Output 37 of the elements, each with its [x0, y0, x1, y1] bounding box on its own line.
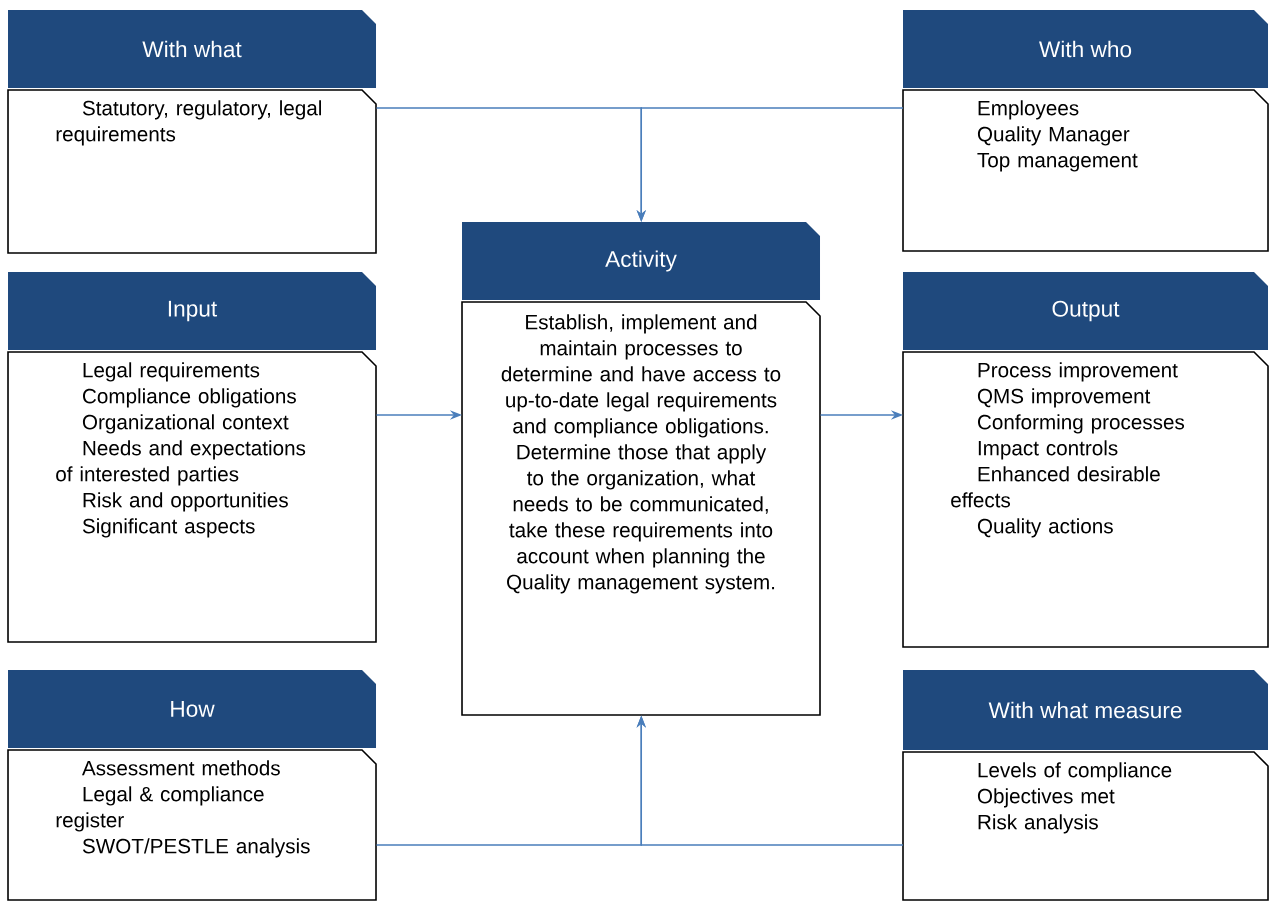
list-item: Significant aspects	[82, 518, 255, 538]
list-item: Risk and opportunities	[83, 492, 288, 512]
list-item: Top management	[977, 153, 1138, 172]
description: Establish, implement and maintain processes to determine and have access to up-to-date legal requirements and compliance obligations. Determine those that apply to the organization, what needs to be communicated, take these requirements into account when planning the Quality management system.	[501, 314, 781, 594]
list-item: Compliance obligations	[83, 388, 296, 408]
process-box	[902, 670, 1269, 901]
heading: How	[171, 701, 215, 717]
list-item: Levels of compliance	[978, 762, 1172, 782]
process-box	[7, 10, 377, 254]
list-item: Quality actions	[977, 518, 1113, 538]
list-item: Quality Manager	[977, 126, 1130, 146]
list-item: Process improvement	[978, 362, 1178, 382]
heading: Input	[168, 300, 218, 322]
list-item: Organizational context	[82, 414, 289, 434]
list-item: Risk analysis	[978, 814, 1098, 834]
heading: With what	[142, 40, 242, 58]
process-box	[7, 670, 377, 901]
process-box	[7, 272, 377, 643]
list-item: Needs and expectations of interested parties	[56, 440, 306, 486]
list-item: SWOT/PESTLE analysis	[82, 838, 310, 858]
heading: With what measure	[988, 701, 1182, 719]
list-item: Impact controls	[978, 440, 1118, 460]
heading: With who	[1039, 40, 1132, 58]
list-item: Legal requirements	[83, 362, 260, 382]
list-item: Legal & compliance register	[56, 786, 264, 832]
process-box	[902, 272, 1269, 648]
process-box	[461, 222, 821, 716]
heading: Activity	[605, 250, 677, 272]
list-item: Statutory, regulatory, legal requirements	[56, 100, 321, 146]
list-item: Employees	[978, 100, 1079, 120]
list-item: QMS improvement	[977, 388, 1151, 408]
process-box	[902, 10, 1269, 252]
list-item: Objectives met	[977, 788, 1115, 808]
heading: Output	[1052, 300, 1120, 322]
list-item: Conforming processes	[978, 414, 1185, 434]
list-item: Enhanced desirable effects	[951, 466, 1160, 508]
list-item: Assessment methods	[82, 760, 280, 776]
